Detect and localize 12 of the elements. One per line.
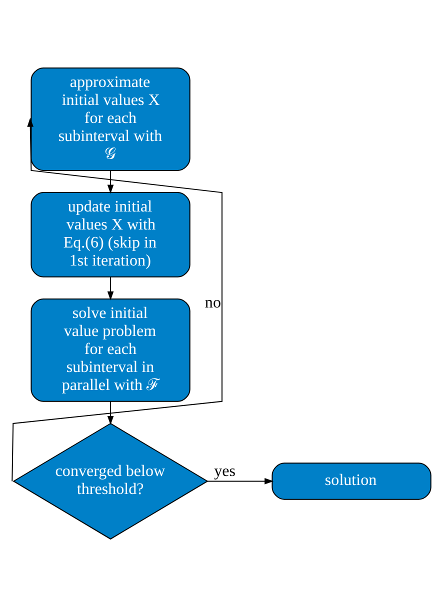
edge-label: yes [214, 462, 236, 480]
node-box: approximate initial values X for each subinterval with 𝒢 [30, 67, 190, 170]
arrow [107, 276, 114, 300]
node-diamond: converged below threshold? [12, 422, 208, 540]
node-box: update initial values X with Eq.(6) (skip in 1st iteration) [30, 192, 190, 277]
node-box: solve initial value problem for each subinterval in parallel with ℱ [30, 298, 190, 402]
node-box: solution [272, 462, 432, 500]
edge-label: no [204, 294, 221, 312]
arrow [12, 117, 222, 481]
arrow [107, 400, 114, 424]
arrow [107, 170, 114, 194]
arrow [208, 478, 274, 484]
